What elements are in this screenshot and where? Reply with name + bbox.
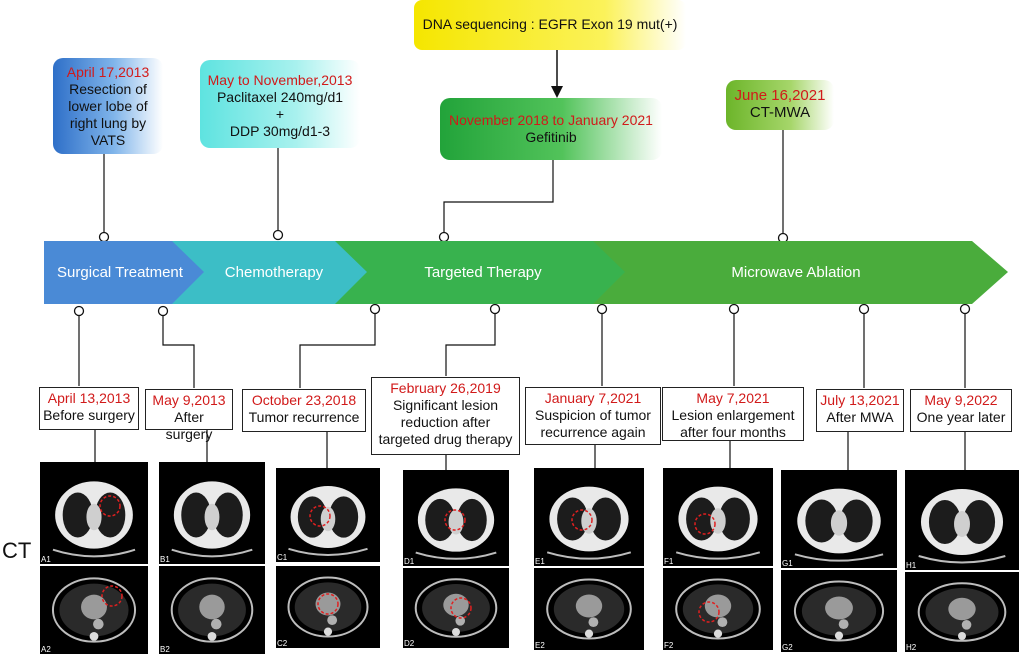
ct-image-label: D1 [404, 557, 415, 566]
timeline-node [489, 303, 501, 315]
timeline-node [272, 229, 284, 241]
ct-event-date: July 13,2021 [820, 392, 900, 408]
phase-targeted-shape [335, 241, 625, 304]
mwa-event-box [726, 80, 834, 130]
event-date: June 16,2021 [734, 87, 826, 104]
ct-lung-window-image: E1 [534, 468, 644, 566]
ct-image-label: E1 [535, 557, 545, 566]
ct-event-date: January 7,2021 [544, 390, 642, 406]
phase-chemo-shape [172, 241, 367, 304]
ct-event-text: After surgery [165, 409, 213, 442]
targeted-event: November 2018 to January 2021 Gefitinib [440, 112, 662, 146]
ct-event-box: February 26,2019 Significant lesion redu… [371, 377, 520, 455]
ct-mediastinal-image: A2 [40, 566, 148, 654]
ct-event-text: Before surgery [43, 407, 135, 423]
ct-image-label: B2 [160, 645, 170, 654]
ct-mediastinal-image: C2 [276, 566, 380, 648]
timeline-node [157, 305, 169, 317]
phase-label-surgery: Surgical Treatment [57, 264, 183, 281]
ct-image-label: C2 [277, 639, 288, 648]
event-date: May to November,2013 [207, 72, 353, 88]
timeline-node [959, 303, 971, 315]
ct-event-box: July 13,2021 After MWA [816, 389, 904, 432]
ct-event-date: May 9,2013 [152, 392, 226, 408]
phase-surgery-shape [44, 241, 204, 304]
event-text: Resection of lower lobe of right lung by… [68, 81, 148, 148]
ct-lung-window-image: G1 [781, 470, 897, 568]
chemo-event-box [200, 60, 360, 148]
ct-image-label: F1 [664, 557, 674, 566]
ct-event-text: Significant lesion reduction after targe… [378, 397, 513, 447]
event-date: November 2018 to January 2021 [449, 112, 653, 128]
ct-image-label: B1 [160, 555, 170, 564]
ct-event-box: May 7,2021 Lesion enlargement after four… [662, 387, 804, 441]
ct-image-label: A2 [41, 645, 51, 654]
ct-image-label: A1 [41, 555, 51, 564]
timeline-node [369, 303, 381, 315]
ct-event-box: April 13,2013 Before surgery [39, 387, 139, 430]
phase-label-targeted: Targeted Therapy [424, 264, 542, 281]
ct-lung-window-image: A1 [40, 462, 148, 564]
ct-lung-window-image: H1 [905, 470, 1019, 570]
ct-lung-window-image: D1 [403, 470, 509, 566]
event-text: Gefitinib [525, 129, 577, 145]
ct-image-label: E2 [535, 641, 545, 650]
event-text: CT-MWA [749, 104, 811, 121]
timeline-node [858, 303, 870, 315]
ct-event-text: Lesion enlargement after four months [671, 407, 795, 440]
phase-label-chemo: Chemotherapy [224, 264, 324, 281]
ct-event-text: Tumor recurrence [248, 409, 360, 425]
ct-mediastinal-image: F2 [663, 568, 773, 650]
ct-image-label: D2 [404, 639, 415, 648]
ct-event-text: One year later [916, 409, 1006, 425]
ct-image-label: C1 [277, 553, 288, 562]
ct-event-box: January 7,2021 Suspicion of tumor recurr… [525, 387, 661, 445]
ct-lung-window-image: C1 [276, 468, 380, 562]
dna-event: DNA sequencing : EGFR Exon 19 mut(+) [414, 16, 686, 33]
ct-mediastinal-image: B2 [159, 566, 265, 654]
ct-mediastinal-image: D2 [403, 568, 509, 648]
ct-event-date: May 9,2022 [924, 392, 998, 408]
timeline-node [73, 305, 85, 317]
ct-event-text: Suspicion of tumor recurrence again [535, 407, 651, 440]
ct-mediastinal-image: E2 [534, 568, 644, 650]
ct-event-box: May 9,2022 One year later [910, 389, 1012, 432]
surgery-event: April 17,2013 Resection of lower lobe of… [53, 64, 163, 149]
timeline-arrow [44, 241, 1008, 304]
ct-event-date: February 26,2019 [390, 380, 501, 396]
event-text: Paclitaxel 240mg/d1 + DDP 30mg/d1-3 [216, 89, 344, 139]
ct-event-text: After MWA [826, 409, 894, 425]
ct-mediastinal-image: H2 [905, 572, 1019, 652]
event-text: DNA sequencing : EGFR Exon 19 mut(+) [422, 16, 678, 32]
ct-image-label: G2 [782, 643, 793, 652]
targeted-event-box [440, 98, 662, 160]
dna-event-box [414, 0, 686, 50]
event-date: April 17,2013 [66, 64, 150, 80]
ct-image-label: F2 [664, 641, 674, 650]
phase-microwave-shape [593, 241, 1008, 304]
ct-event-date: April 13,2013 [47, 390, 131, 406]
timeline-node [728, 303, 740, 315]
ct-mediastinal-image: G2 [781, 570, 897, 652]
ct-image-label: G1 [782, 559, 793, 568]
ct-event-box: October 23,2018 Tumor recurrence [242, 389, 366, 432]
chemo-event: May to November,2013 Paclitaxel 240mg/d1… [200, 72, 360, 140]
ct-image-label: H2 [906, 643, 917, 652]
timeline-labels: Surgical Treatment Chemotherapy Targeted… [44, 241, 1008, 304]
ct-image-label: H1 [906, 561, 917, 570]
dna-arrow-head [551, 86, 563, 98]
ct-event-date: May 7,2021 [696, 390, 770, 406]
phase-label-microwave: Microwave Ablation [731, 264, 861, 281]
ct-lung-window-image: B1 [159, 462, 265, 564]
ct-event-date: October 23,2018 [251, 392, 357, 408]
timeline-node [596, 303, 608, 315]
ct-row-label: CT [2, 538, 32, 563]
mwa-event: June 16,2021 CT-MWA [726, 87, 834, 121]
ct-lung-window-image: F1 [663, 468, 773, 566]
surgery-event-box [53, 58, 163, 154]
ct-event-box: May 9,2013 After surgery [145, 389, 233, 442]
